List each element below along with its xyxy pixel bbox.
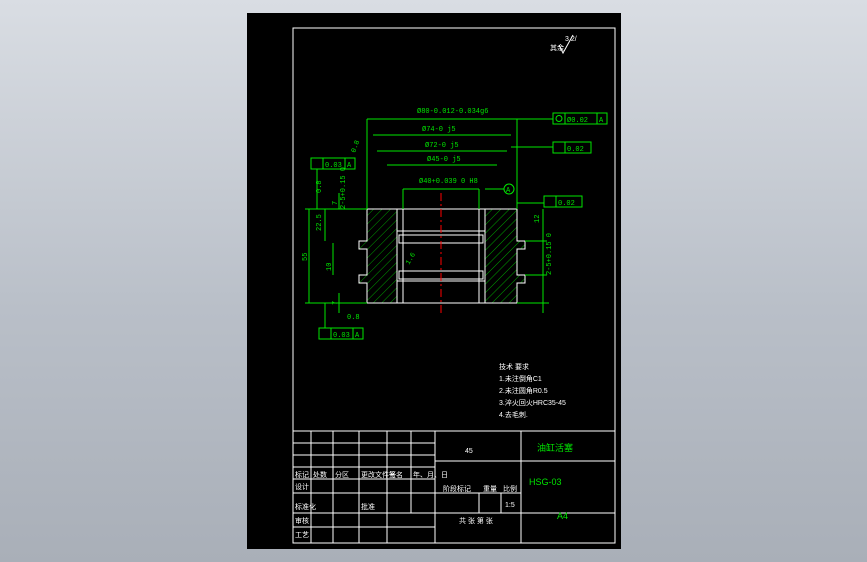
svg-text:Ø80-0.012-0.034g6: Ø80-0.012-0.034g6 xyxy=(417,107,488,116)
svg-text:更改文件号: 更改文件号 xyxy=(361,470,396,479)
svg-text:0.8: 0.8 xyxy=(347,314,360,322)
svg-text:1.未注倒角C1: 1.未注倒角C1 xyxy=(499,374,542,383)
svg-text:标准化: 标准化 xyxy=(295,502,316,511)
svg-text:标记: 标记 xyxy=(295,470,309,479)
svg-text:1:5: 1:5 xyxy=(505,502,515,509)
svg-text:共 张 第 张: 共 张 第 张 xyxy=(459,516,493,525)
svg-text:Ø74-0 j5: Ø74-0 j5 xyxy=(422,125,456,134)
svg-text:45: 45 xyxy=(465,448,473,455)
tolerance-perp-bottom: 0.03 A xyxy=(318,303,364,340)
svg-text:3.2/: 3.2/ xyxy=(565,36,577,43)
svg-text:A: A xyxy=(355,332,360,340)
svg-text:1.6: 1.6 xyxy=(405,252,418,267)
svg-text:Ø72-0 j5: Ø72-0 j5 xyxy=(425,141,459,150)
svg-text:A: A xyxy=(599,117,604,125)
right-dimensions: 12 2-5+0.15 0 xyxy=(517,209,554,313)
svg-text:2.未注圆角R0.5: 2.未注圆角R0.5 xyxy=(499,386,548,395)
diameter-dimensions: Ø80-0.012-0.034g6 Ø74-0 j5 Ø72-0 j5 Ø45-… xyxy=(366,107,518,209)
svg-text:其余: 其余 xyxy=(550,43,564,52)
svg-text:0.8: 0.8 xyxy=(350,139,362,154)
svg-text:55: 55 xyxy=(302,253,310,261)
svg-text:处数: 处数 xyxy=(313,470,327,479)
svg-text:3.淬火回火HRC35-45: 3.淬火回火HRC35-45 xyxy=(499,398,566,407)
svg-text:比例: 比例 xyxy=(503,484,517,493)
tolerance-runout-2: 0.02 xyxy=(517,195,583,208)
cad-drawing: 3.2/ 其余 Ø80-0.012-0.034g6 Ø74-0 j5 Ø72- xyxy=(292,27,616,544)
svg-text:Ø45-0 j5: Ø45-0 j5 xyxy=(427,155,461,164)
svg-text:2-5+0.15 0: 2-5+0.15 0 xyxy=(546,233,554,275)
svg-text:A4: A4 xyxy=(557,511,568,521)
technical-notes: 技术 要求 1.未注倒角C1 2.未注圆角R0.5 3.淬火回火HRC35-45… xyxy=(499,362,566,419)
svg-text:10: 10 xyxy=(326,263,334,271)
svg-text:工艺: 工艺 xyxy=(295,531,309,539)
svg-text:22.5: 22.5 xyxy=(316,214,324,231)
height-dimensions: 55 22.5 10 7 7 2-5+0.15 0 0.8 0.8 1.6 0.… xyxy=(302,139,418,322)
svg-text:12: 12 xyxy=(534,215,542,223)
tolerance-perp-top: 0.03 A xyxy=(310,157,356,209)
svg-text:年、月、日: 年、月、日 xyxy=(413,470,448,479)
svg-text:HSG-03: HSG-03 xyxy=(529,477,562,487)
svg-text:批准: 批准 xyxy=(361,502,375,511)
svg-text:4.去毛刺.: 4.去毛刺. xyxy=(499,410,528,419)
drawing-sheet: 3.2/ 其余 Ø80-0.012-0.034g6 Ø74-0 j5 Ø72- xyxy=(247,13,621,549)
svg-text:2-5+0.15 0: 2-5+0.15 0 xyxy=(340,167,348,209)
svg-text:分区: 分区 xyxy=(335,470,349,479)
svg-text:7: 7 xyxy=(332,201,340,205)
svg-text:设计: 设计 xyxy=(295,482,309,491)
svg-text:重量: 重量 xyxy=(483,485,497,493)
svg-text:0.02: 0.02 xyxy=(558,200,575,208)
svg-text:阶段标记: 阶段标记 xyxy=(443,484,471,493)
svg-text:Ø40+0.039 0 H8: Ø40+0.039 0 H8 xyxy=(419,177,478,186)
svg-text:Ø0.02: Ø0.02 xyxy=(567,116,588,125)
svg-text:0.02: 0.02 xyxy=(567,146,584,154)
svg-text:技术 要求: 技术 要求 xyxy=(499,362,529,371)
part-section xyxy=(358,193,526,313)
svg-text:0.03: 0.03 xyxy=(333,332,350,340)
datum-a: A xyxy=(485,183,515,195)
title-block: 45 油缸活塞 HSG-03 A4 阶段标记 重量 比例 1:5 共 张 第 张… xyxy=(292,430,616,544)
svg-text:0.8: 0.8 xyxy=(316,180,324,193)
svg-text:0.03: 0.03 xyxy=(325,162,342,170)
svg-text:审核: 审核 xyxy=(295,516,309,525)
roughness-general: 3.2/ 其余 xyxy=(550,34,577,55)
svg-text:7: 7 xyxy=(332,301,340,305)
svg-text:A: A xyxy=(506,187,511,195)
tolerance-runout-1: 0.02 xyxy=(511,141,592,154)
svg-text:油缸活塞: 油缸活塞 xyxy=(537,442,573,453)
tolerance-concentric: Ø0.02 A xyxy=(517,112,608,125)
svg-text:签名: 签名 xyxy=(389,470,403,479)
drawing-border xyxy=(292,27,616,544)
svg-text:A: A xyxy=(347,162,352,170)
